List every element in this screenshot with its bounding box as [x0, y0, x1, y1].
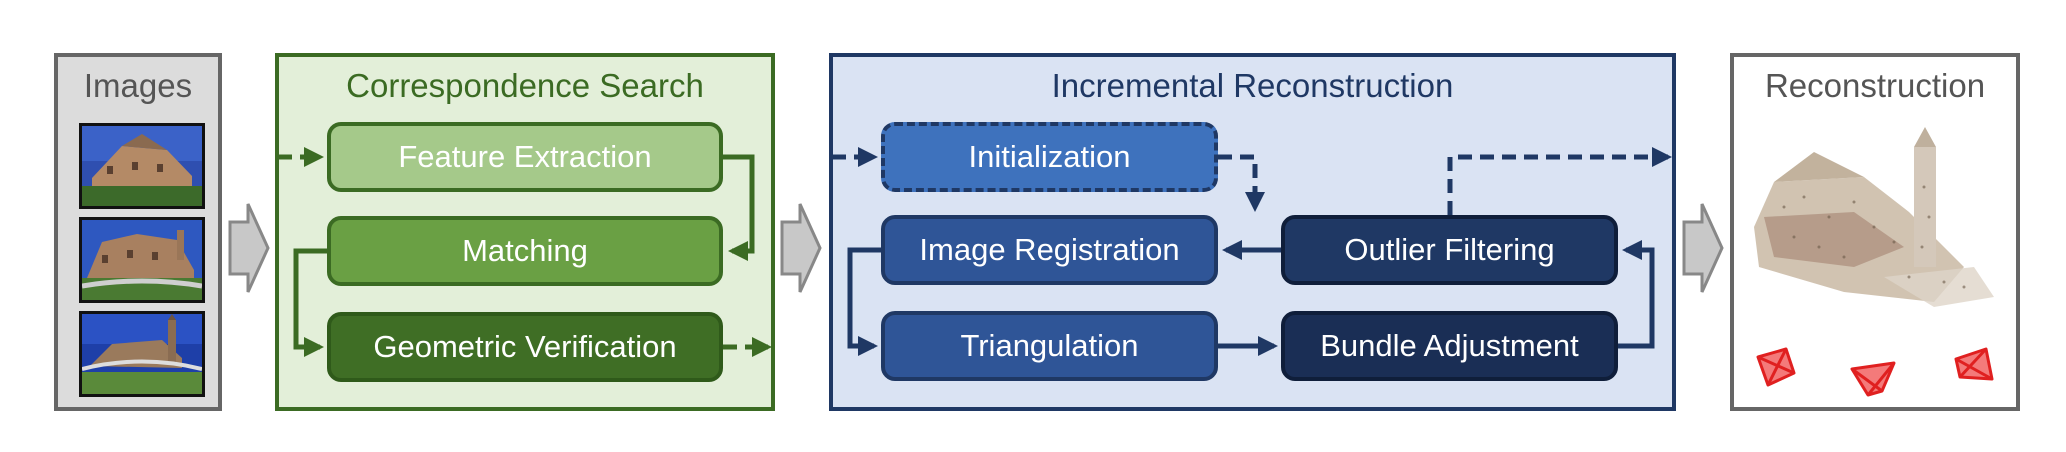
feature-extraction-box: Feature Extraction [327, 122, 723, 192]
camera-icon [1756, 347, 1796, 387]
triangulation-box: Triangulation [881, 311, 1218, 381]
images-panel-title: Images [83, 67, 193, 104]
image-thumbnail-3 [79, 311, 205, 397]
geometric-verification-box: Geometric Verification [327, 312, 723, 382]
building-photo-2 [82, 220, 202, 300]
point-cloud-speckle [1782, 185, 1966, 289]
correspondence-search-title: Correspondence Search [346, 67, 704, 104]
initialization-to-outlier-filtering-arrow [1218, 154, 1265, 212]
incremental-reconstruction-title: Incremental Reconstruction [1051, 67, 1454, 104]
image-registration-box: Image Registration [881, 215, 1218, 285]
matching-box: Matching [327, 216, 723, 286]
point-cloud [1754, 127, 1994, 307]
outlier-filtering-output-arrow [1447, 147, 1672, 215]
point-cloud-illustration [1754, 127, 1994, 397]
stage-arrow-1 [228, 203, 270, 293]
bundle-adjustment-to-outlier-filtering-arrow [1618, 240, 1655, 349]
camera-icon [1850, 361, 1896, 397]
image-registration-to-triangulation-arrow [847, 247, 881, 356]
feature-extraction-to-matching-arrow [723, 154, 755, 261]
reconstruction-panel-title: Reconstruction [1764, 67, 1986, 104]
stage-arrow-3 [1682, 203, 1724, 293]
matching-to-geometric-verification-arrow [293, 248, 327, 357]
building-photo-1 [82, 126, 202, 206]
reconstruction-panel: Reconstruction [1730, 53, 2020, 411]
image-thumbnail-1 [79, 123, 205, 209]
stage-arrow-2 [780, 203, 822, 293]
camera-icons [1756, 347, 1994, 397]
outlier-filtering-box: Outlier Filtering [1281, 215, 1618, 285]
bundle-adjustment-box: Bundle Adjustment [1281, 311, 1618, 381]
initialization-box: Initialization [881, 122, 1218, 192]
images-panel: Images [54, 53, 222, 411]
camera-icon [1954, 347, 1994, 381]
image-thumbnail-2 [79, 217, 205, 303]
building-photo-3 [82, 314, 202, 394]
